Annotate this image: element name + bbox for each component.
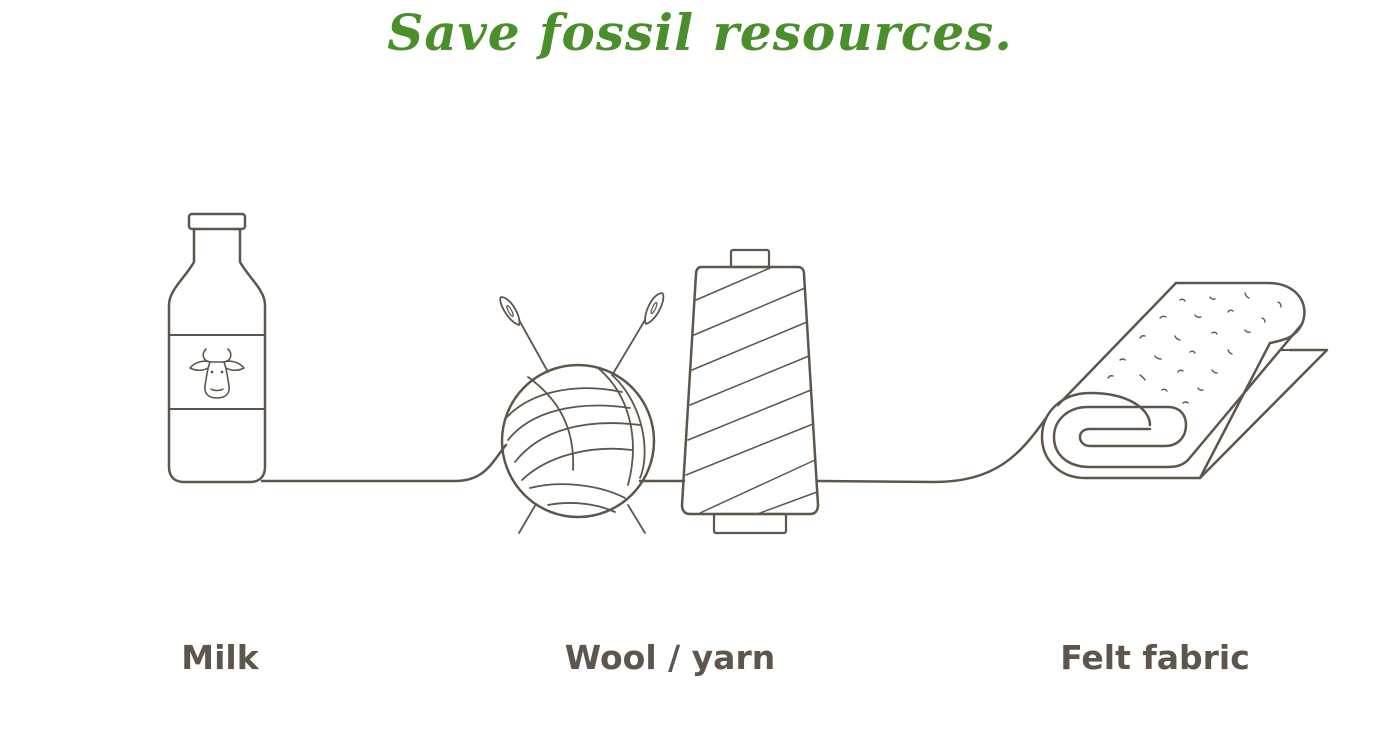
felt-roll-icon [1040, 281, 1329, 480]
headline: Save fossil resources. [387, 3, 1013, 62]
step-label-milk: Milk [181, 638, 259, 677]
connecting-thread-right [816, 416, 1048, 484]
felt-fiber-marks [1107, 292, 1282, 404]
yarn-cone-icon [680, 248, 820, 535]
cow-head-icon [189, 348, 245, 399]
connecting-thread [260, 443, 508, 483]
step-label-wool-yarn: Wool / yarn [564, 638, 776, 677]
milk-bottle-icon [167, 212, 267, 484]
yarn-ball-icon [499, 292, 665, 534]
step-label-felt-fabric: Felt fabric [1060, 638, 1250, 677]
